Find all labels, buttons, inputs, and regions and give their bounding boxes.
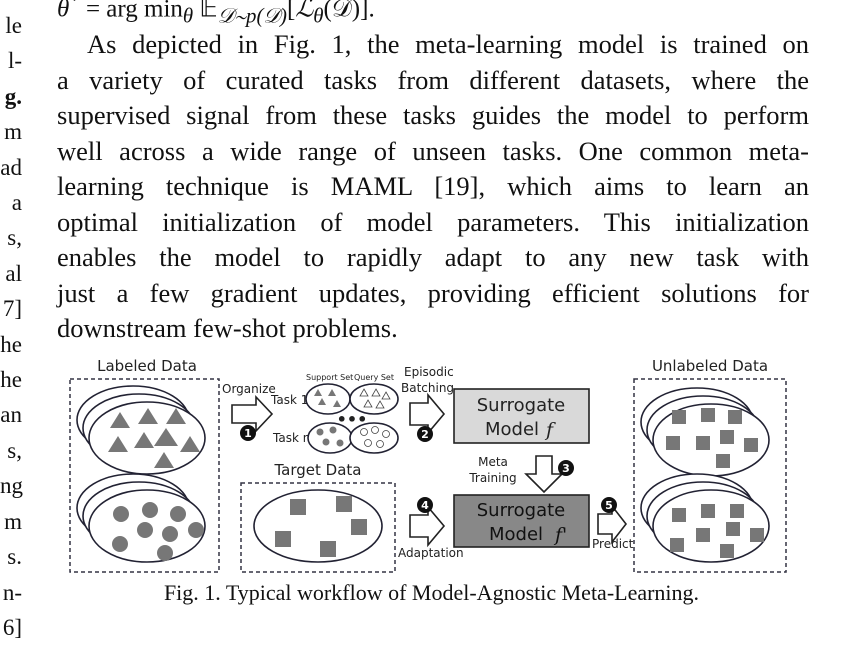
batching-label: Batching: [401, 381, 454, 395]
unlabeled-square-samples-top: [666, 408, 758, 468]
paragraph-line: learning technique is MAML [19], which a…: [57, 171, 809, 201]
step-4-number: 4: [421, 499, 429, 512]
target-data-border: [240, 482, 396, 573]
left-column-fragment: he: [0, 367, 22, 393]
paragraph-line: optimal initialization of model paramete…: [57, 206, 809, 237]
surrogate-label-1: Surrogate: [477, 395, 566, 416]
paragraph-line: downstream few-shot problems.: [57, 313, 398, 343]
predict-arrow: [597, 503, 628, 545]
unlabeled-square-samples-bottom: [670, 504, 764, 558]
labeled-data-label: Labeled Data: [97, 357, 197, 375]
surrogate-label-2: Surrogate: [477, 500, 566, 521]
task-1-samples: [314, 388, 391, 409]
meta-training-arrow: [524, 455, 564, 494]
episodic-label: Episodic: [404, 365, 454, 379]
unlabeled-data-panel: Unlabeled Data: [633, 357, 787, 573]
left-column-fragment: 7]: [2, 296, 22, 322]
step-3-number: 3: [562, 462, 570, 475]
left-column-fragment: l-: [7, 48, 22, 74]
support-set-label: Support Set: [306, 373, 353, 382]
paragraph-line: As depicted in Fig. 1, the meta-learning…: [87, 29, 809, 59]
task-1-label: Task 1: [270, 393, 308, 407]
target-square-samples: [275, 496, 367, 557]
labeled-data-border: [69, 378, 220, 573]
task-n-label: Task n: [272, 431, 310, 445]
left-column-fragment: n-: [2, 579, 22, 605]
step-2-number: 2: [421, 428, 429, 441]
paragraph-line: just a few gradient updates, providing e…: [57, 277, 809, 308]
step-2-badge: [417, 426, 433, 442]
labeled-data-panel: Labeled Data: [69, 357, 220, 573]
f-prime-symbol: f': [553, 524, 567, 546]
left-column-fragment: m: [4, 508, 22, 534]
triangle-samples: [108, 408, 200, 468]
meta-label: Meta: [478, 455, 508, 469]
step-1-number: 1: [244, 427, 252, 440]
unlabeled-data-border: [633, 378, 787, 573]
surrogate-model-f-box: [453, 388, 590, 444]
left-column-fragment: a: [11, 190, 22, 216]
training-label: Training: [468, 471, 516, 485]
ellipsis-dots: •••: [337, 410, 368, 429]
left-column-fragment: s,: [7, 225, 22, 251]
adaptation-arrow: [409, 504, 446, 548]
left-column-fragment: s,: [7, 437, 22, 463]
paragraph-line: enables the model to rapidly adapt to an…: [57, 242, 809, 272]
workflow-figure: .lbl { font-size: 15px; fill: #222; } .s…: [69, 357, 787, 573]
task-n-support-ellipse: [307, 422, 353, 454]
left-column-fragment: 6]: [2, 614, 22, 640]
step-3-badge: [558, 460, 574, 476]
organize-label: Organize: [222, 382, 276, 396]
left-column-fragment: le: [5, 13, 22, 38]
left-column-fragment: he: [0, 331, 22, 357]
model-label-1: Model: [485, 419, 539, 440]
surrogate-model-f-prime-box: [453, 494, 590, 548]
paragraph-line: supervised signal from these tasks guide…: [57, 100, 809, 130]
circle-samples: [112, 502, 204, 561]
paragraph-line: well across a wide range of unseen tasks…: [57, 135, 809, 166]
left-column-fragment: g.: [4, 83, 22, 109]
model-label-2: Model: [489, 524, 543, 545]
episodic-batching-arrow: [409, 392, 446, 436]
target-data-label: Target Data: [274, 461, 362, 479]
task-n-samples: [316, 426, 390, 448]
equation: θ* = arg minθ 𝔼𝒟∼p(𝒟)[ℒθ(𝒟)].: [57, 0, 375, 28]
left-column-fragment: m: [4, 119, 22, 145]
query-set-label: Query Set: [354, 373, 394, 382]
f-symbol: f: [544, 419, 556, 441]
step-5-badge: [601, 497, 617, 513]
left-column-text: le l-g. m ad a s, al 7] he he an s, ng m s. n- 6]: [0, 8, 23, 645]
left-column-fragment: s.: [7, 544, 22, 570]
step-5-number: 5: [605, 499, 613, 512]
step-4-badge: [417, 497, 433, 513]
organize-arrow: [231, 394, 274, 434]
predict-label: Predict: [592, 537, 634, 551]
left-column-fragment: ad: [0, 154, 22, 180]
adaptation-label: Adaptation: [398, 546, 464, 560]
left-column-fragment: ng: [0, 473, 23, 499]
left-column-fragment: al: [5, 260, 22, 286]
body-paragraph: As depicted in Fig. 1, the meta-learning…: [57, 27, 809, 347]
unlabeled-data-label: Unlabeled Data: [652, 357, 768, 375]
step-1-badge: [240, 425, 256, 441]
left-column-fragment: an: [0, 402, 22, 428]
paragraph-line: a variety of curated tasks from differen…: [57, 64, 809, 95]
figure-caption: Fig. 1. Typical workflow of Model-Agnost…: [163, 580, 700, 605]
